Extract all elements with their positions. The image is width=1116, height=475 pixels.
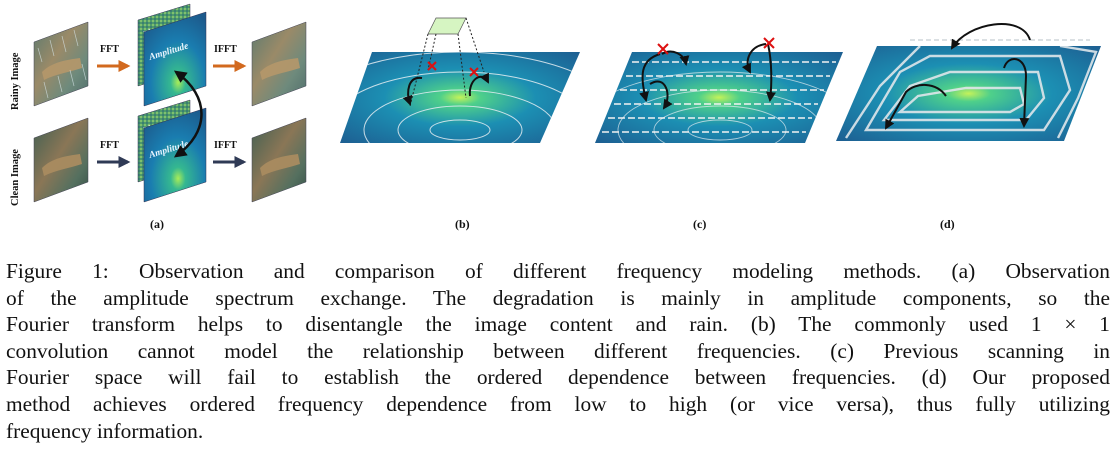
figure-1: Rainy Image Clean Image FFT FFT Phase	[10, 3, 1101, 231]
figure-caption: Figure 1: Observation and comparison of …	[6, 258, 1110, 444]
spectrum-plane-c	[595, 52, 843, 143]
clean-image	[33, 117, 89, 203]
caption-line: Fourier space will fail to establish the…	[6, 365, 1110, 390]
caption-line: of the amplitude spectrum exchange. The …	[6, 285, 1110, 310]
output-image-rainy	[251, 21, 307, 107]
caption-line: Fourier transform helps to disentangle t…	[6, 312, 1110, 337]
ifft-label-rainy: IFFT	[214, 44, 237, 55]
caption-line: convolution cannot model the relationshi…	[6, 338, 1110, 363]
sublabel-c: (c)	[693, 217, 706, 231]
panel-c: (c)	[595, 37, 843, 231]
cross-mark-c	[657, 37, 775, 55]
cross-mark-b	[427, 61, 479, 77]
panel-d: (d)	[836, 23, 1101, 231]
caption-line: method achieves ordered frequency depend…	[6, 391, 1110, 416]
sublabel-d: (d)	[940, 217, 955, 231]
panel-b: (b)	[340, 17, 580, 231]
fft-label-rainy: FFT	[100, 44, 119, 55]
row-label-clean: Clean Image	[10, 149, 21, 206]
output-image-clean	[251, 117, 307, 203]
rainy-spectrum-stack: Phase Amplitude	[137, 3, 207, 107]
spectrum-plane-b	[340, 52, 580, 143]
raster-scan-c	[602, 61, 836, 133]
rainy-image	[33, 21, 89, 107]
sublabel-a: (a)	[150, 217, 164, 231]
row-label-rainy: Rainy Image	[10, 52, 21, 110]
caption-line: Figure 1: Observation and comparison of …	[6, 259, 1110, 283]
caption-line: frequency information.	[6, 418, 204, 443]
fft-label-clean: FFT	[100, 140, 119, 151]
panel-a: Rainy Image Clean Image FFT FFT Phase	[10, 3, 307, 231]
sublabel-b: (b)	[455, 217, 470, 231]
ifft-label-clean: IFFT	[214, 140, 237, 151]
conv-kernel-icon	[427, 17, 467, 35]
amplitude-exchange-arrow	[173, 70, 203, 158]
clean-spectrum-stack: Phase Amplitude	[137, 99, 207, 203]
